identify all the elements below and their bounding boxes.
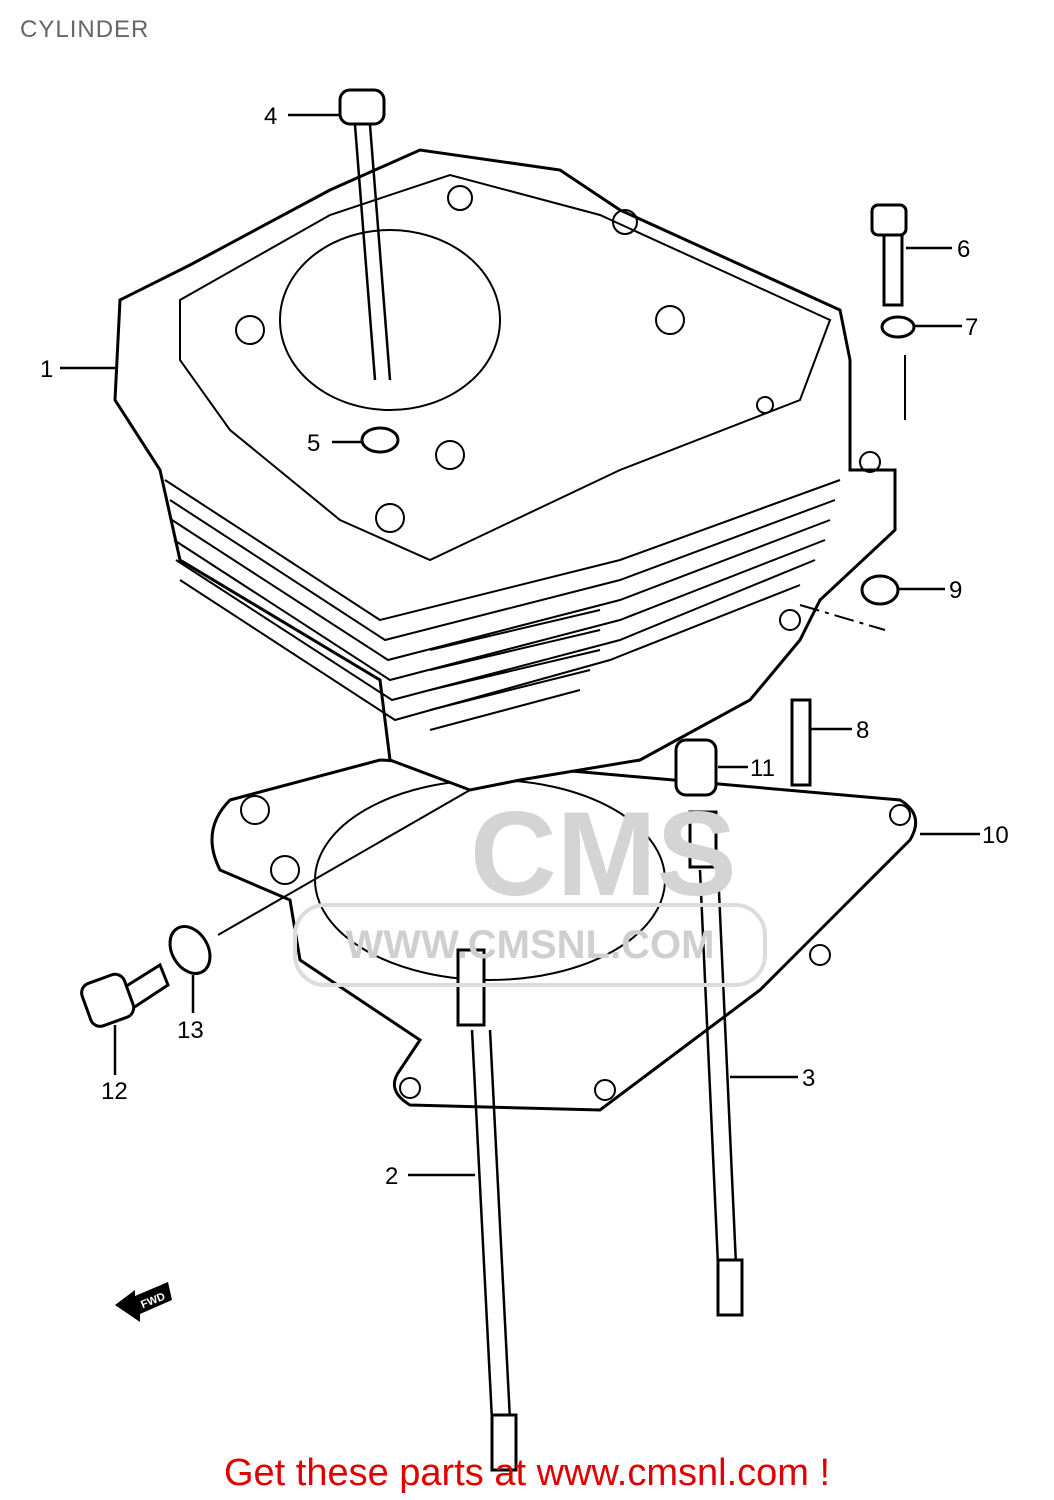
watermark: CMS WWW.CMSNL.COM bbox=[293, 787, 767, 987]
cylinder-bore bbox=[279, 229, 501, 411]
stud-upper bbox=[688, 810, 718, 869]
callout-8: 8 bbox=[856, 717, 869, 744]
cylinder-top-deck bbox=[179, 173, 832, 562]
callout-3: 3 bbox=[802, 1065, 815, 1092]
watermark-url: WWW.CMSNL.COM bbox=[346, 923, 715, 967]
callout-11: 11 bbox=[750, 755, 775, 782]
cylinder-base-gasket bbox=[210, 758, 918, 1112]
nut-9 bbox=[860, 574, 900, 606]
callout-4: 4 bbox=[264, 103, 277, 130]
callout-10: 10 bbox=[982, 822, 1009, 849]
stud-bolt-3 bbox=[698, 869, 744, 1317]
leader-lines bbox=[60, 113, 980, 1177]
watermark-banner bbox=[293, 903, 767, 987]
washer-7 bbox=[880, 315, 916, 339]
footer-link[interactable]: Get these parts at www.cmsnl.com ! bbox=[223, 1452, 831, 1494]
callout-1: 1 bbox=[40, 356, 53, 383]
cylinder-bolt-4 bbox=[338, 88, 392, 381]
stud-bolt-2 bbox=[470, 1029, 518, 1472]
washer-5 bbox=[360, 426, 400, 454]
callout-9: 9 bbox=[949, 577, 962, 604]
callout-12: 12 bbox=[101, 1078, 128, 1105]
bolt-12 bbox=[80, 962, 170, 1028]
callout-13: 13 bbox=[177, 1017, 204, 1044]
bolt-6 bbox=[870, 203, 908, 307]
stud-lower bbox=[456, 948, 486, 1027]
watermark-logo: CMS bbox=[470, 787, 737, 921]
dowel-pin-11 bbox=[674, 738, 718, 797]
stud-8 bbox=[790, 698, 812, 787]
callout-7: 7 bbox=[965, 314, 978, 341]
cooling-fins bbox=[164, 479, 841, 731]
fwd-direction-marker: FWD bbox=[115, 1282, 172, 1322]
callout-6: 6 bbox=[957, 236, 970, 263]
arrow-left-icon bbox=[115, 1282, 172, 1322]
diagram-title: CYLINDER bbox=[20, 16, 150, 43]
callout-5: 5 bbox=[307, 430, 320, 457]
cylinder-body bbox=[113, 148, 897, 792]
callout-2: 2 bbox=[385, 1163, 398, 1190]
washer-13 bbox=[168, 925, 212, 975]
